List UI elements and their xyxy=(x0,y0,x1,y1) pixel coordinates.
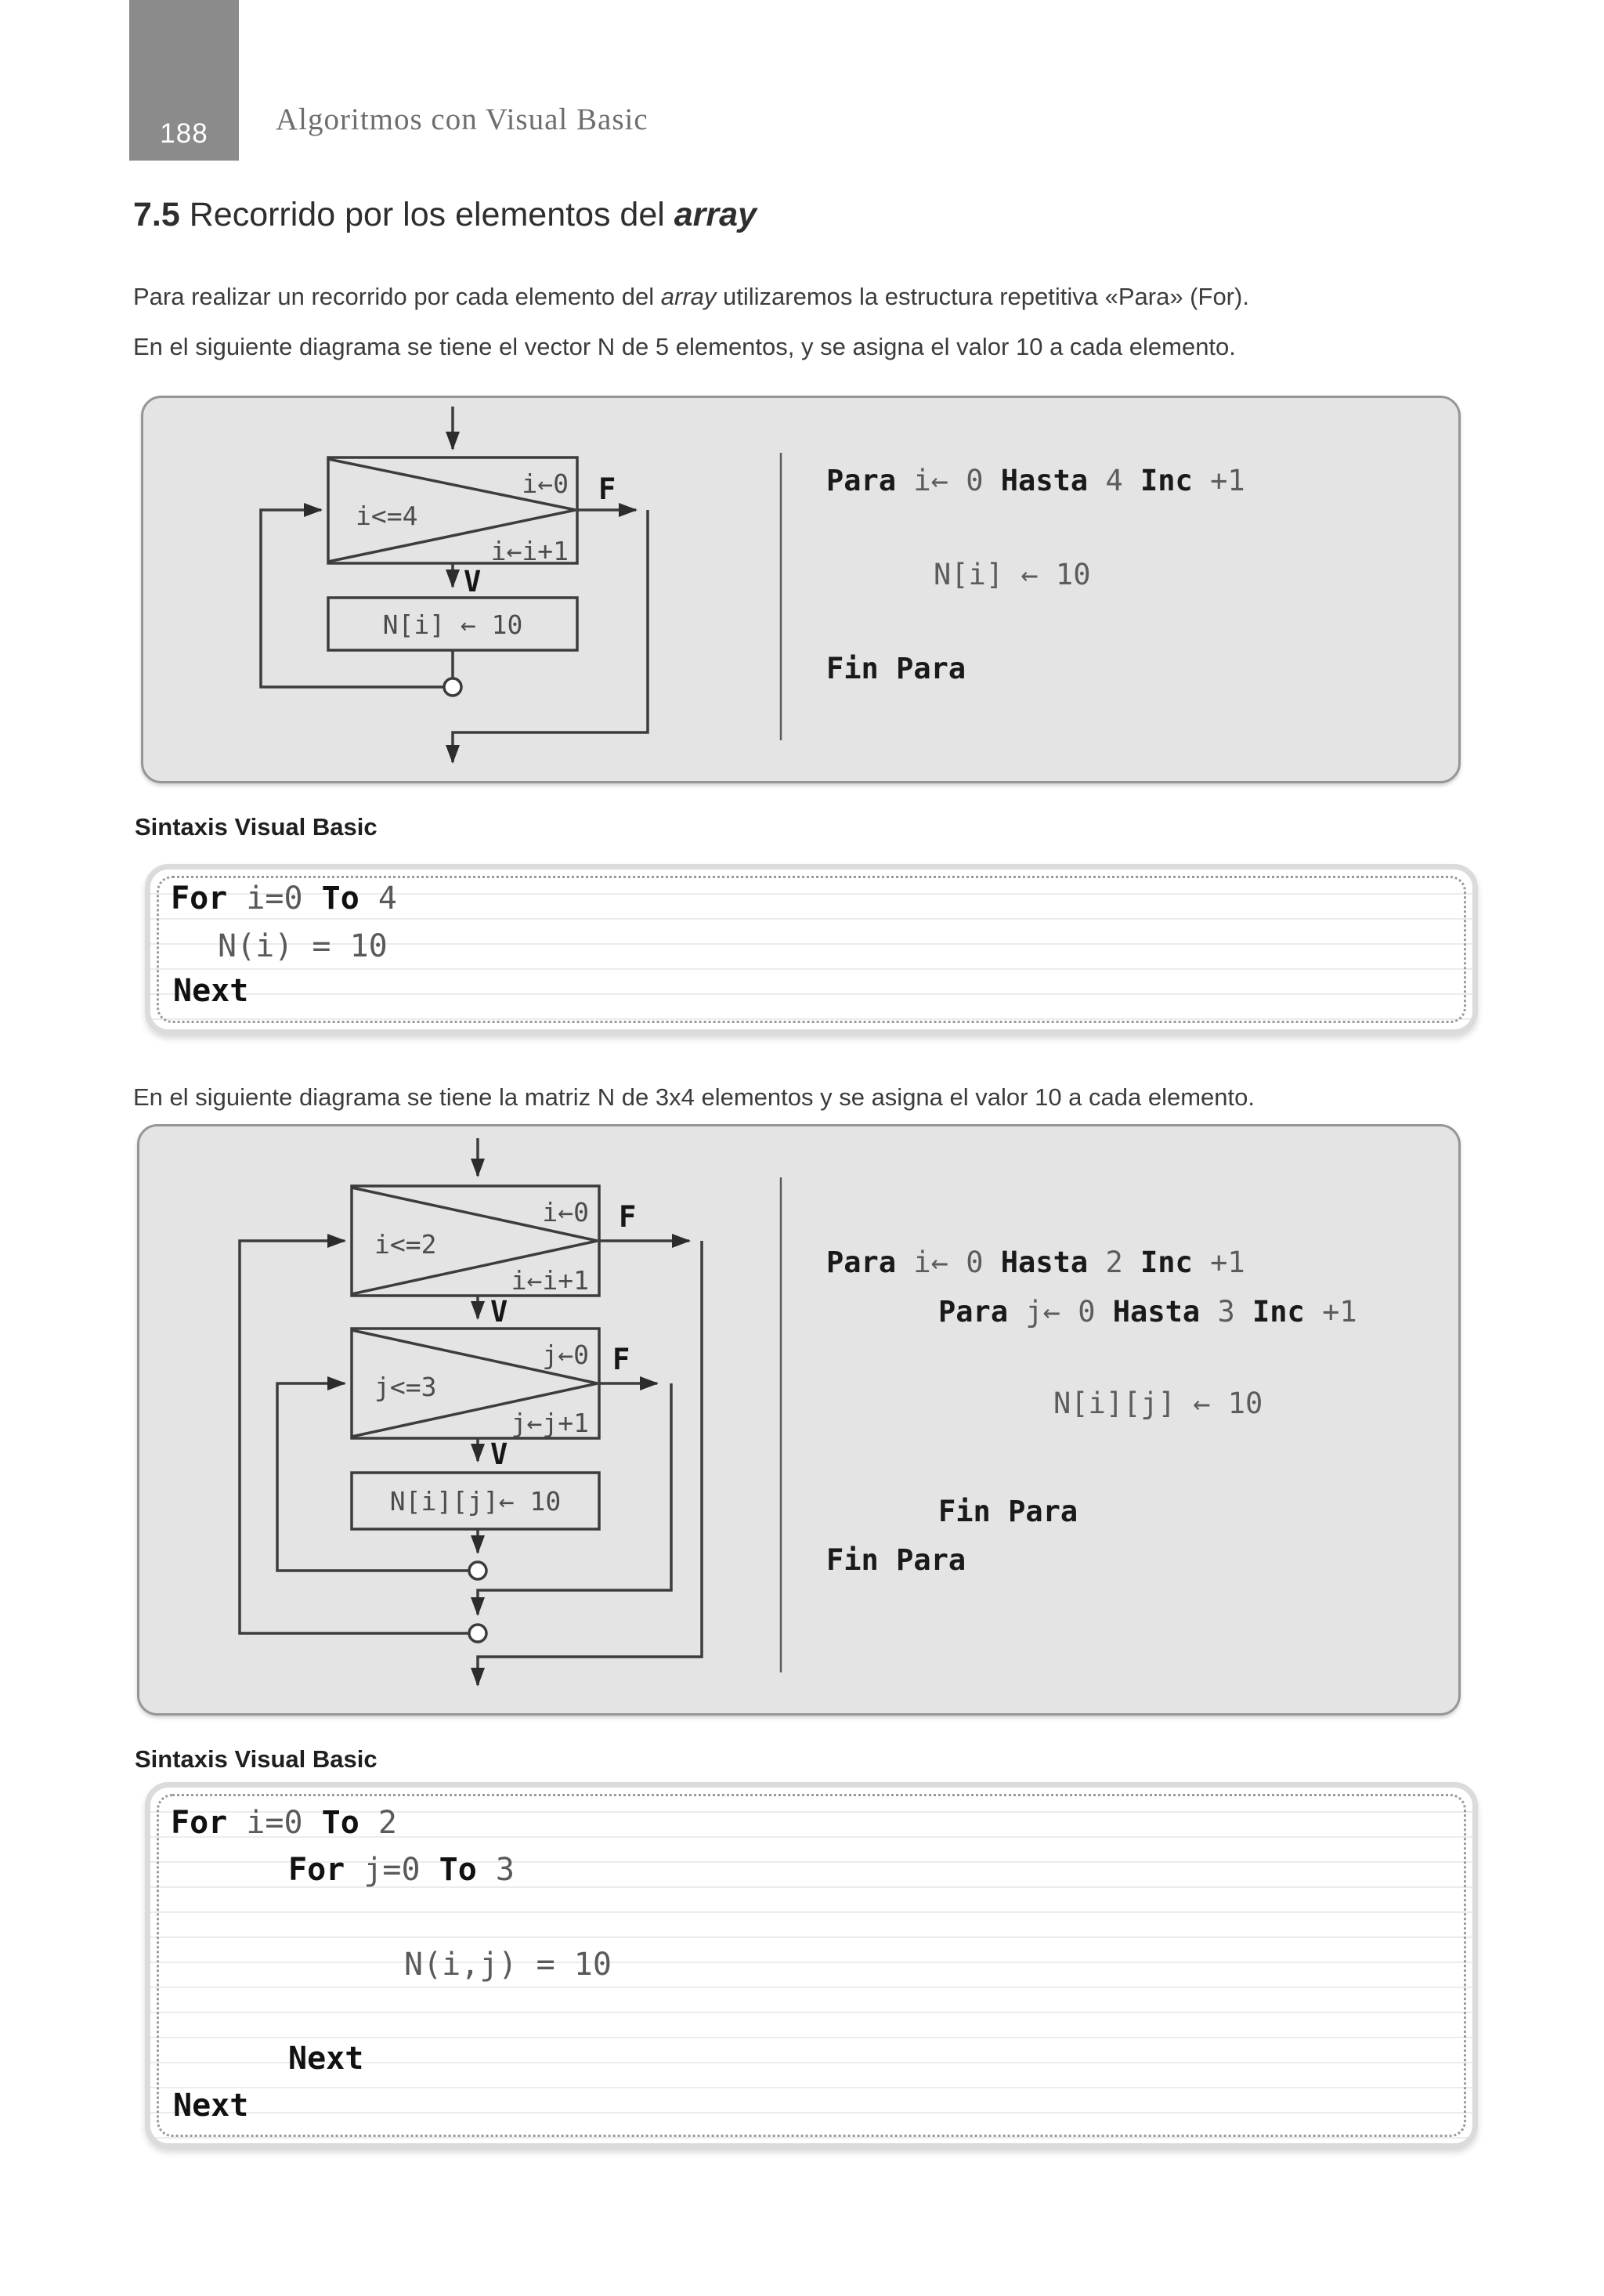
outer-true-label: V xyxy=(490,1295,508,1329)
inner-feedback-line xyxy=(276,1376,468,1572)
init-label: i←0 xyxy=(522,468,569,499)
code-line-for: For i=0 To 4 xyxy=(171,880,397,917)
pseudocode-finpara-inner-line: Fin Para xyxy=(938,1495,1078,1528)
outer-exit-path xyxy=(471,1241,703,1687)
outer-condition-label: i<=2 xyxy=(374,1229,436,1260)
vector-diagram-panel xyxy=(141,396,1461,783)
false-branch-label: F xyxy=(598,472,616,506)
process-label: N[i][j]← 10 xyxy=(390,1486,562,1517)
pseudocode-para-line: Para i← 0 Hasta 4 Inc +1 xyxy=(826,464,1245,497)
pseudocode-para-i-line: Para i← 0 Hasta 2 Inc +1 xyxy=(826,1246,1245,1279)
increment-label: i←i+1 xyxy=(491,536,569,566)
pseudocode-assign-line: N[i] ← 10 xyxy=(934,558,1091,591)
exit-path xyxy=(446,510,649,764)
loop-box-j-triangle xyxy=(351,1329,598,1438)
inner-return-path xyxy=(471,1383,673,1616)
code-line-assign: N(i,j) = 10 xyxy=(404,1947,612,1983)
paragraph-intro: Para realizar un recorrido por cada elem… xyxy=(133,283,1249,310)
code-line-next-outer: Next xyxy=(173,2088,249,2124)
outer-increment-label: i←i+1 xyxy=(511,1265,589,1296)
pseudocode-para-j-line: Para j← 0 Hasta 3 Inc +1 xyxy=(938,1295,1357,1329)
code-block-dotted-border xyxy=(157,1794,1466,2137)
code-line-assign: N(i) = 10 xyxy=(218,928,388,964)
inner-false-label: F xyxy=(612,1343,630,1376)
loop-box-triangle xyxy=(327,457,576,563)
paragraph-matriz: En el siguiente diagrama se tiene la mat… xyxy=(133,1083,1255,1111)
book-title: Algoritmos con Visual Basic xyxy=(276,103,648,136)
pseudocode-assign-line: N[i][j] ← 10 xyxy=(1053,1387,1263,1420)
syntax-heading-1: Sintaxis Visual Basic xyxy=(135,813,378,841)
code-line-for-j: For j=0 To 3 xyxy=(288,1852,515,1888)
inner-true-label: V xyxy=(490,1437,508,1471)
inner-increment-label: j←j+1 xyxy=(511,1408,589,1438)
process-box xyxy=(350,1471,601,1531)
code-line-next: Next xyxy=(173,973,249,1009)
outer-false-label: F xyxy=(619,1200,636,1234)
syntax-heading-2: Sintaxis Visual Basic xyxy=(135,1745,378,1773)
pseudocode-finpara-line: Fin Para xyxy=(826,652,966,685)
code-line-for-i: For i=0 To 2 xyxy=(171,1805,397,1841)
inner-init-label: j←0 xyxy=(542,1340,589,1370)
outer-init-label: i←0 xyxy=(542,1197,589,1228)
outer-loop-junction xyxy=(468,1623,488,1643)
section-number: 7.5 xyxy=(133,196,190,233)
section-title-emphasis: array xyxy=(674,196,757,233)
loop-box-i-triangle xyxy=(351,1186,598,1296)
page-number: 188 xyxy=(160,118,208,149)
process-label: N[i] ← 10 xyxy=(383,609,523,640)
matrix-flowchart: i←0 i<=2 i←i+1 F V j←0 j<=3 j←j+1 F V N[… xyxy=(238,1138,782,1687)
paragraph-vector: En el siguiente diagrama se tiene el vec… xyxy=(133,333,1236,360)
code-line-next-inner: Next xyxy=(288,2041,364,2077)
loop-junction xyxy=(443,677,463,697)
matrix-diagram-panel xyxy=(137,1124,1461,1716)
pseudocode-finpara-outer-line: Fin Para xyxy=(826,1543,966,1577)
true-branch-label: V xyxy=(464,565,481,598)
outer-feedback-line xyxy=(238,1234,468,1635)
inner-condition-label: j<=3 xyxy=(374,1372,436,1402)
section-title: 7.5 Recorrido por los elementos del arra… xyxy=(133,196,757,234)
section-title-text: Recorrido por los elementos del xyxy=(189,196,674,233)
code-block-vector xyxy=(145,864,1478,1035)
loop-feedback-line xyxy=(259,503,443,689)
vector-flowchart: i←0 i<=4 i←i+1 F V N[i] ← 10 xyxy=(259,407,782,764)
inner-loop-junction xyxy=(468,1560,488,1581)
condition-label: i<=4 xyxy=(356,501,417,531)
page-number-tab: 188 xyxy=(129,0,239,161)
